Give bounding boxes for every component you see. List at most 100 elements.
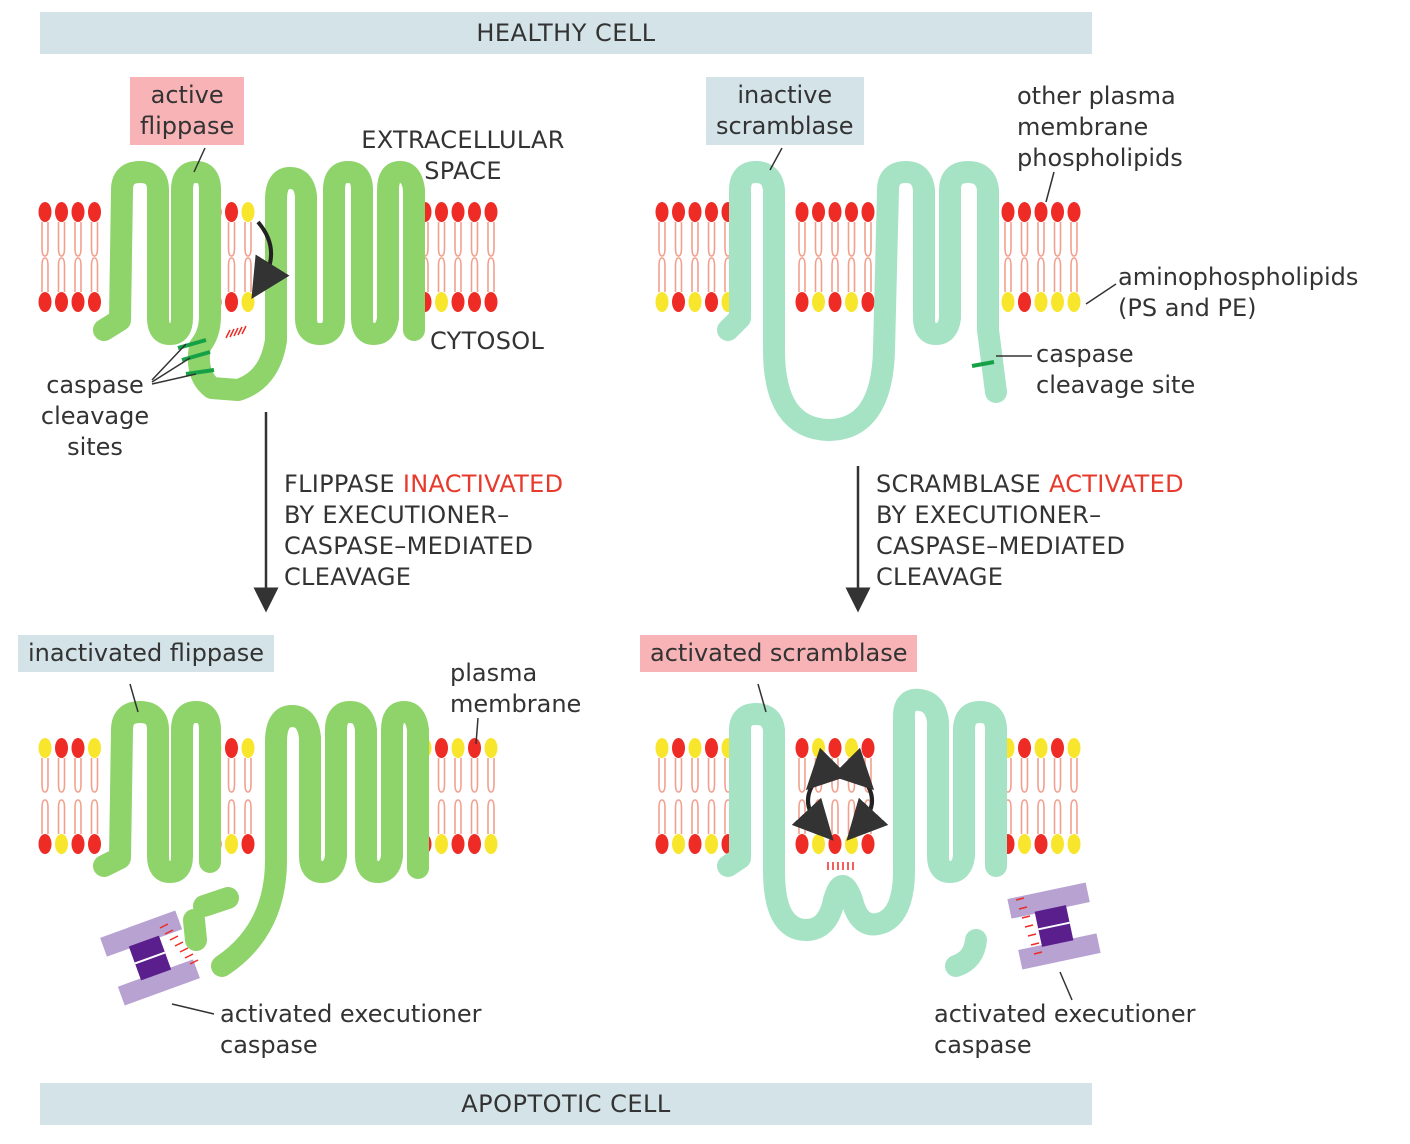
lipid-tail	[470, 222, 479, 257]
caspase-subunit	[1007, 882, 1090, 919]
lipid	[88, 202, 101, 257]
activity-tick	[184, 953, 194, 959]
lipid-head	[861, 202, 875, 222]
lipid-tail	[658, 799, 666, 834]
flippase-inactivated-line-4: CLEAVAGE	[284, 563, 412, 591]
lipid-tail	[847, 257, 856, 292]
lipid	[672, 257, 685, 312]
caspase-site-line-1: caspase	[1036, 340, 1134, 368]
lipid-tail	[691, 758, 699, 793]
lipid-head	[655, 292, 669, 312]
lipid-tail	[798, 257, 806, 292]
leader-line	[1059, 971, 1073, 1001]
lipid	[672, 202, 685, 257]
lipid-head	[845, 202, 858, 222]
lipid	[484, 257, 498, 312]
lipid-head	[88, 202, 101, 222]
lipid-head	[451, 834, 465, 854]
lipid-head	[672, 738, 685, 758]
lipid-head	[655, 202, 669, 222]
lipid-head	[795, 738, 809, 758]
activity-tick	[174, 941, 184, 947]
lipid	[688, 799, 702, 854]
activity-tick	[159, 923, 169, 929]
lipid	[1034, 738, 1048, 793]
scramblase-activated-text: SCRAMBLASE ACTIVATED BY EXECUTIONER– CAS…	[876, 469, 1184, 593]
lipid-tail	[1037, 799, 1045, 834]
lipid	[468, 738, 481, 793]
flippase-cut-piece	[183, 909, 207, 951]
aminophospholipids-line-1: aminophospholipids	[1118, 263, 1359, 291]
lipid-tail	[1070, 799, 1078, 834]
activity-tick	[237, 326, 243, 336]
lipid-head	[828, 202, 842, 222]
leader-line	[1085, 283, 1117, 305]
caspase-divider	[1038, 921, 1070, 931]
lipid-head	[812, 292, 825, 312]
lipid	[705, 257, 718, 312]
lipid-head	[845, 834, 858, 854]
scramble-arrow-icon	[831, 747, 889, 841]
lipid	[38, 799, 52, 854]
lipid	[845, 202, 858, 257]
lipid	[672, 799, 685, 854]
lipid-head	[468, 202, 481, 222]
other-phospholipids-line-2: membrane	[1017, 113, 1149, 141]
lipid	[845, 799, 858, 854]
lipid-tail	[707, 799, 716, 834]
lipid-tail	[1020, 799, 1029, 834]
aminophospholipids-label: aminophospholipids (PS and PE)	[1118, 262, 1358, 324]
lipid-tail	[90, 758, 99, 793]
lipid-head	[38, 738, 52, 758]
lipid	[1001, 202, 1015, 257]
lipid-head	[1051, 292, 1064, 312]
other-phospholipids-line-3: phospholipids	[1017, 144, 1183, 172]
lipid	[451, 202, 465, 257]
scramblase-word: SCRAMBLASE	[876, 470, 1049, 498]
lipid-tail	[1053, 758, 1062, 793]
lipid-head	[1034, 202, 1048, 222]
lipid-head	[435, 834, 448, 854]
lipid-tail	[1053, 799, 1062, 834]
activity-tick	[1033, 951, 1043, 955]
lipid-tail	[244, 758, 252, 793]
caspase-sites-line-3: sites	[67, 433, 123, 461]
lipid-head	[845, 738, 858, 758]
lipid-tail	[847, 222, 856, 257]
scramblase-activated-line-3: CASPASE–MEDIATED	[876, 532, 1126, 560]
activity-tick	[1027, 933, 1037, 937]
lipid	[1067, 257, 1081, 312]
scramblase-cut-piece	[945, 929, 987, 977]
activity-tick	[179, 947, 189, 953]
activity-tick	[233, 327, 239, 337]
lipid-tail	[57, 799, 66, 834]
lipid-head	[688, 202, 702, 222]
right-executioner-caspase-label: activated executioner caspase	[934, 999, 1196, 1061]
lipid-head	[1001, 292, 1015, 312]
cropped-caption-remnant	[0, 1128, 1410, 1144]
inactive-scramblase-line-1: inactive	[737, 81, 833, 109]
lipid-head	[451, 292, 465, 312]
right-caspase-line-1: activated executioner	[934, 1000, 1196, 1028]
lipid-tail	[658, 257, 666, 292]
lipid-head	[241, 738, 255, 758]
lipid-bilayers	[38, 202, 1081, 854]
lipid	[484, 738, 498, 793]
lipid-head	[688, 738, 702, 758]
lipid	[1051, 738, 1064, 793]
activity-tick	[1024, 924, 1034, 928]
active-flippase-line-2: flippase	[140, 112, 235, 140]
lipid	[435, 799, 448, 854]
other-phospholipids-line-1: other plasma	[1017, 82, 1176, 110]
lipid-head	[672, 292, 685, 312]
lipid	[55, 202, 68, 257]
lipid-head	[435, 738, 448, 758]
lipid-tail	[1037, 257, 1045, 292]
lipid-head	[55, 202, 68, 222]
lipid	[225, 738, 238, 793]
aminophospholipids-line-2: (PS and PE)	[1118, 294, 1257, 322]
leader-line	[475, 717, 479, 745]
lipid-tail	[41, 799, 49, 834]
flippase-inactivated-line-1: FLIPPASE INACTIVATED	[284, 469, 563, 500]
lipid-tail	[90, 222, 99, 257]
